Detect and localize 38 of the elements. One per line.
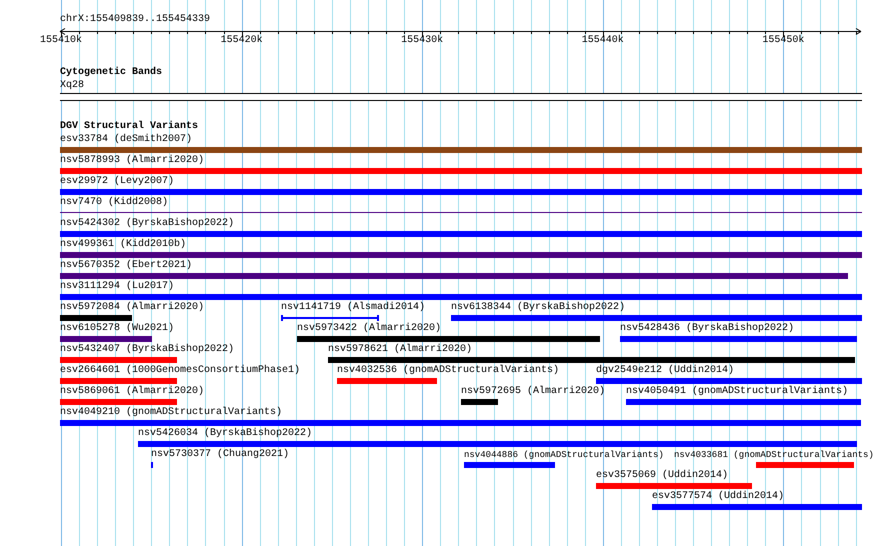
track-title: DGV Structural Variants bbox=[60, 121, 198, 133]
variant-label: nsv3111294 (Lu2017) bbox=[60, 281, 174, 294]
variant-label: nsv5426034 (ByrskaBishop2022) bbox=[138, 428, 312, 441]
variant-label: nsv5670352 (Ebert2021) bbox=[60, 260, 192, 273]
axis-tick-label: 155410k bbox=[40, 35, 82, 47]
axis-tick-label: 155450k bbox=[762, 35, 804, 47]
variant-label: dgv2549e212 (Uddin2014) bbox=[596, 365, 734, 378]
variant-label: esv3575069 (Uddin2014) bbox=[596, 470, 728, 483]
variant-label: nsv4049210 (gnomADStructuralVariants) bbox=[60, 407, 282, 420]
variant-label: nsv6105278 (Wu2021) bbox=[60, 323, 174, 336]
variant-label: esv2664601 (1000GenomesConsortiumPhase1) bbox=[60, 365, 300, 378]
track-title: Cytogenetic Bands bbox=[60, 67, 162, 79]
variant-label: nsv5432407 (ByrskaBishop2022) bbox=[60, 344, 234, 357]
variant-label: nsv5972084 (Almarri2020) bbox=[60, 302, 204, 315]
variant-label: nsv5878993 (Almarri2020) bbox=[60, 155, 204, 168]
variant-label: nsv5869061 (Almarri2020) bbox=[60, 386, 204, 399]
band-label: Xq28 bbox=[60, 80, 84, 93]
variant-label: esv29972 (Levy2007) bbox=[60, 176, 174, 189]
variant-label: nsv1141719 (Alsmadi2014) bbox=[281, 302, 426, 315]
variant-label: nsv5424302 (ByrskaBishop2022) bbox=[60, 218, 234, 231]
variant-label: nsv7470 (Kidd2008) bbox=[60, 197, 168, 210]
axis-tick-label: 155440k bbox=[582, 35, 624, 47]
variant-label: nsv4050491 (gnomADStructuralVariants) bbox=[626, 386, 848, 399]
variant-label: nsv5730377 (Chuang2021) bbox=[151, 449, 290, 462]
location-label: chrX:155409839..155454339 bbox=[60, 14, 210, 26]
variant-label: nsv5428436 (ByrskaBishop2022) bbox=[620, 323, 794, 336]
variant-label: nsv5973422 (Almarri2020) bbox=[297, 323, 442, 336]
variant-label: esv3577574 (Uddin2014) bbox=[652, 491, 784, 504]
variant-label: nsv4033681 (gnomADStructuralVariants) bbox=[674, 449, 874, 462]
variant-label: nsv499361 (Kidd2010b) bbox=[60, 239, 186, 252]
variant-label: nsv5972695 (Almarri2020) bbox=[461, 386, 606, 399]
variant-label: nsv4044886 (gnomADStructuralVariants) bbox=[464, 449, 664, 462]
variant-label: esv33784 (deSmith2007) bbox=[60, 134, 192, 147]
variant-label: nsv5978621 (Almarri2020) bbox=[328, 344, 472, 357]
axis-tick-label: 155430k bbox=[401, 35, 444, 47]
axis-tick-label: 155420k bbox=[220, 35, 263, 47]
variant-label: nsv6138344 (ByrskaBishop2022) bbox=[451, 302, 626, 315]
variant-label: nsv4032536 (gnomADStructuralVariants) bbox=[337, 365, 560, 378]
